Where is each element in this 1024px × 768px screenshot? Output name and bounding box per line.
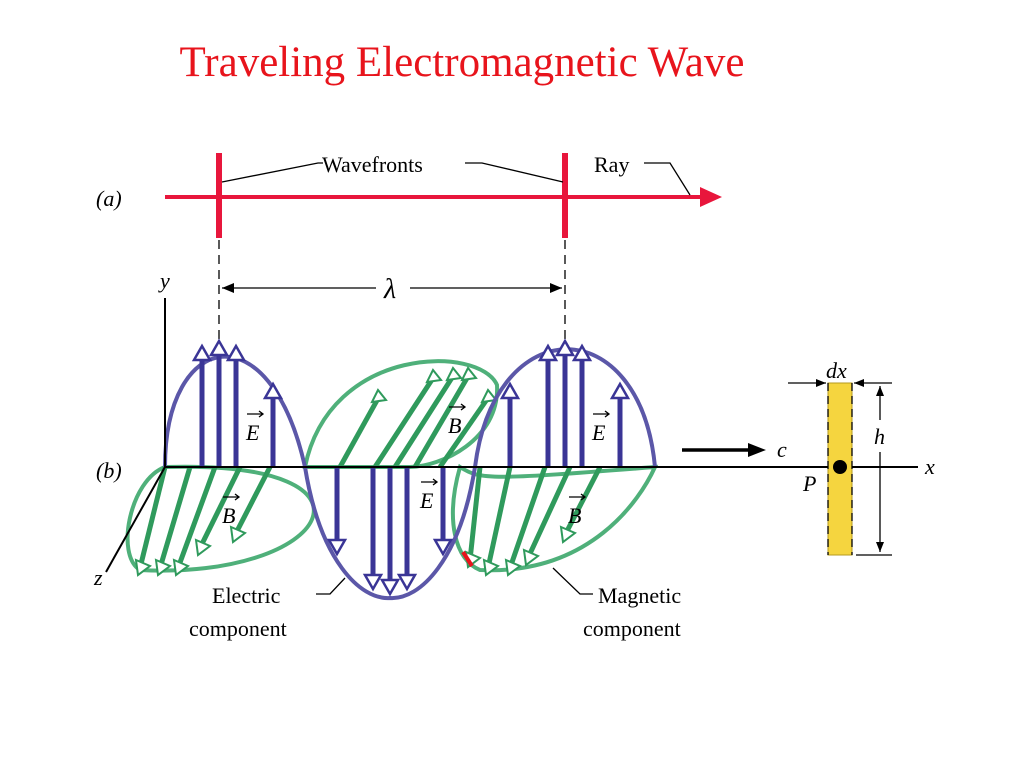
b-arrow [392,371,458,469]
electric-component [163,338,657,601]
b-arrowhead-icon [425,368,443,384]
electric-leader [316,577,346,595]
e-label-1: E [245,420,260,445]
electric-arrowheads [191,338,631,597]
b-arrowhead-icon [154,558,172,577]
magnetic-leader [552,567,593,595]
red-marker [461,550,474,568]
wavelength-arrow-left-icon [222,283,234,293]
point-p [833,460,847,474]
e-arrowhead-icon [609,381,631,400]
b-arrow [467,466,483,561]
vector-arrow-icon [421,478,439,486]
x-axis-label: x [924,454,935,479]
e-arrowhead-icon [571,343,593,362]
magnetic-arrows-lobe-2 [337,371,493,469]
b-label-3: B [568,503,581,528]
magnetic-arrows-lobe-3 [467,465,603,569]
e-arrowhead-icon [432,538,454,557]
vector-arrow-icon [449,403,467,411]
b-arrow [372,373,438,469]
b-arrow [337,393,383,469]
e-arrowhead-icon [362,573,384,592]
e-arrowhead-icon [225,343,247,362]
wavelength-arrow-right-icon [550,283,562,293]
vector-overbars [223,403,611,501]
e-arrowhead-icon [554,338,576,357]
b-arrow [525,465,573,560]
e-label-3: E [591,420,606,445]
panel-a-label: (a) [96,186,122,211]
wavefronts-leader-2 [465,162,564,183]
e-arrowhead-icon [191,343,213,362]
magnetic-arrowheads [134,366,577,577]
b-arrowhead-icon [522,548,540,567]
b-arrowhead-icon [370,388,388,404]
dx-arrowhead-left-icon [816,379,826,387]
b-arrow [562,465,603,537]
magnetic-arrows-lobe-1 [137,465,273,569]
h-arrowhead-bottom-icon [876,542,884,552]
panel-b-label: (b) [96,458,122,483]
b-arrow [437,393,493,469]
electric-caption-line-2: component [189,616,287,641]
vector-arrow-icon [223,493,241,501]
b-arrow [157,466,193,569]
z-axis [105,466,166,573]
magnetic-caption-line-1: Magnetic [598,583,681,608]
b-arrowhead-icon [482,558,500,577]
e-arrowhead-icon [537,343,559,362]
b-arrowhead-icon [134,558,152,577]
b-arrowhead-icon [460,366,478,382]
h-arrowhead-top-icon [876,386,884,396]
b-label-1: B [222,503,235,528]
wavefronts-label: Wavefronts [322,152,423,177]
e-arrowhead-icon [396,573,418,592]
b-arrowhead-icon [504,558,522,577]
b-arrowhead-icon [480,388,498,404]
b-arrow [412,371,473,469]
b-arrowhead-icon [445,366,463,382]
h-label: h [874,424,885,449]
e-arrowhead-icon [499,381,521,400]
page-title: Traveling Electromagnetic Wave [179,39,745,86]
b-arrow [175,466,218,569]
vector-arrow-icon [247,410,265,418]
b-arrowhead-icon [172,558,190,577]
wavelength-symbol: λ [383,274,396,305]
e-arrowhead-icon [379,578,401,597]
dx-arrowhead-right-icon [854,379,864,387]
magnetic-lobe-1 [125,464,316,573]
z-axis-label: z [93,565,103,590]
b-arrow [197,465,243,550]
b-arrowhead-icon [229,525,247,544]
b-label-2: B [448,413,461,438]
dx-label: dx [826,358,847,383]
e-arrowhead-icon [262,381,284,400]
ray-arrowhead-icon [700,187,722,207]
magnetic-lobe-3 [450,463,659,573]
electric-caption-line-1: Electric [212,583,281,608]
point-p-label: P [802,471,816,496]
e-arrowhead-icon [208,338,230,357]
y-axis-label: y [158,268,170,293]
magnetic-caption-line-2: component [583,616,681,641]
ray-label: Ray [594,152,629,177]
b-arrow [137,466,168,569]
ray-leader [644,162,691,196]
vector-arrow-icon [593,410,611,418]
electric-arrows [199,350,623,585]
e-label-2: E [419,488,434,513]
b-arrow [485,466,513,569]
wavefronts-leader-1 [221,162,323,183]
speed-label: c [777,437,787,462]
b-arrow [507,466,548,569]
vector-arrow-icon [569,493,587,501]
speed-arrowhead-icon [748,443,766,457]
e-arrowhead-icon [326,538,348,557]
b-arrowhead-icon [194,538,212,557]
b-arrowhead-icon [559,525,577,544]
b-arrow [232,465,273,537]
